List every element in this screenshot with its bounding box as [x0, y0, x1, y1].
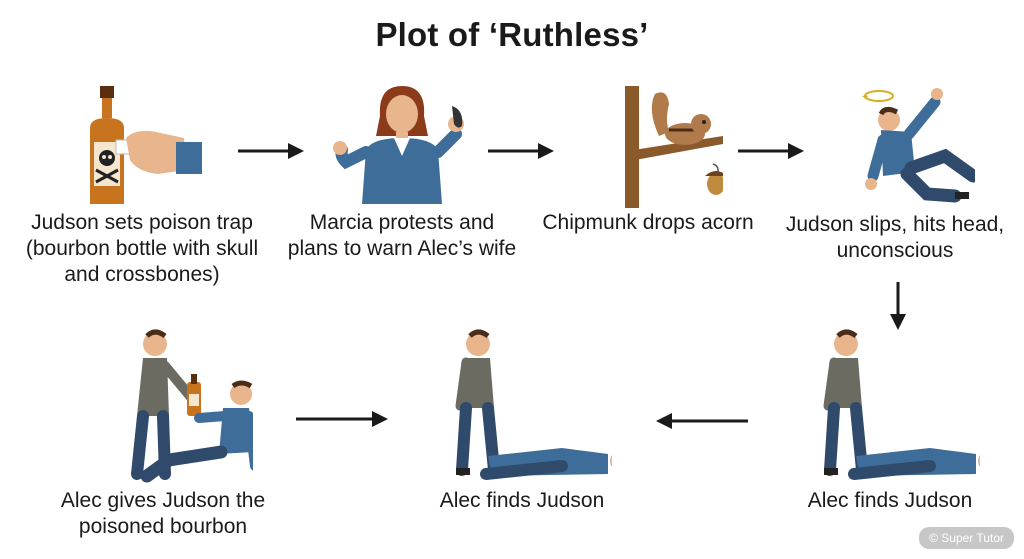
man-falling-icon: ✦: [861, 88, 975, 203]
step-6: Alec finds Judson: [402, 326, 642, 514]
step-7: Alec gives Judson the poisoned bourbon: [43, 326, 283, 540]
arrow-down-icon: [890, 282, 906, 330]
arrow-right-icon: [738, 143, 804, 159]
woman-phone-icon: [333, 86, 464, 204]
step-caption: Marcia protests and plans to warn Alec’s…: [287, 211, 517, 260]
arrow-right-icon: [488, 143, 554, 159]
man-standing-over-body-icon: [823, 329, 980, 480]
step-3: Chipmunk drops acorn: [528, 80, 768, 236]
step-caption: Alec finds Judson: [807, 489, 973, 512]
step-caption: Judson sets poison trap (bourbon bottle …: [25, 211, 259, 286]
svg-text:✦: ✦: [861, 92, 869, 103]
man-giving-bottle-icon: [131, 329, 253, 483]
step-caption: Judson slips, hits head, unconscious: [785, 213, 1005, 262]
arrow-right-icon: [296, 411, 388, 427]
step-caption: Chipmunk drops acorn: [542, 211, 754, 234]
step-1: Judson sets poison trap (bourbon bottle …: [22, 80, 262, 288]
step-caption: Alec finds Judson: [439, 489, 605, 512]
arrow-left-icon: [656, 413, 748, 429]
arrow-right-icon: [238, 143, 304, 159]
step-caption: Alec gives Judson the poisoned bourbon: [60, 489, 266, 538]
step-4: ✦ Judson slips, hits head, unconscious: [775, 80, 1015, 264]
poison-bottle-icon: [90, 86, 202, 204]
man-standing-over-body-icon: [455, 329, 612, 480]
page-title: Plot of ‘Ruthless’: [375, 16, 649, 53]
step-5: Alec finds Judson: [770, 326, 1010, 514]
watermark: © Super Tutor: [919, 527, 1014, 549]
chipmunk-acorn-icon: [625, 86, 723, 208]
step-2: Marcia protests and plans to warn Alec’s…: [282, 80, 522, 262]
